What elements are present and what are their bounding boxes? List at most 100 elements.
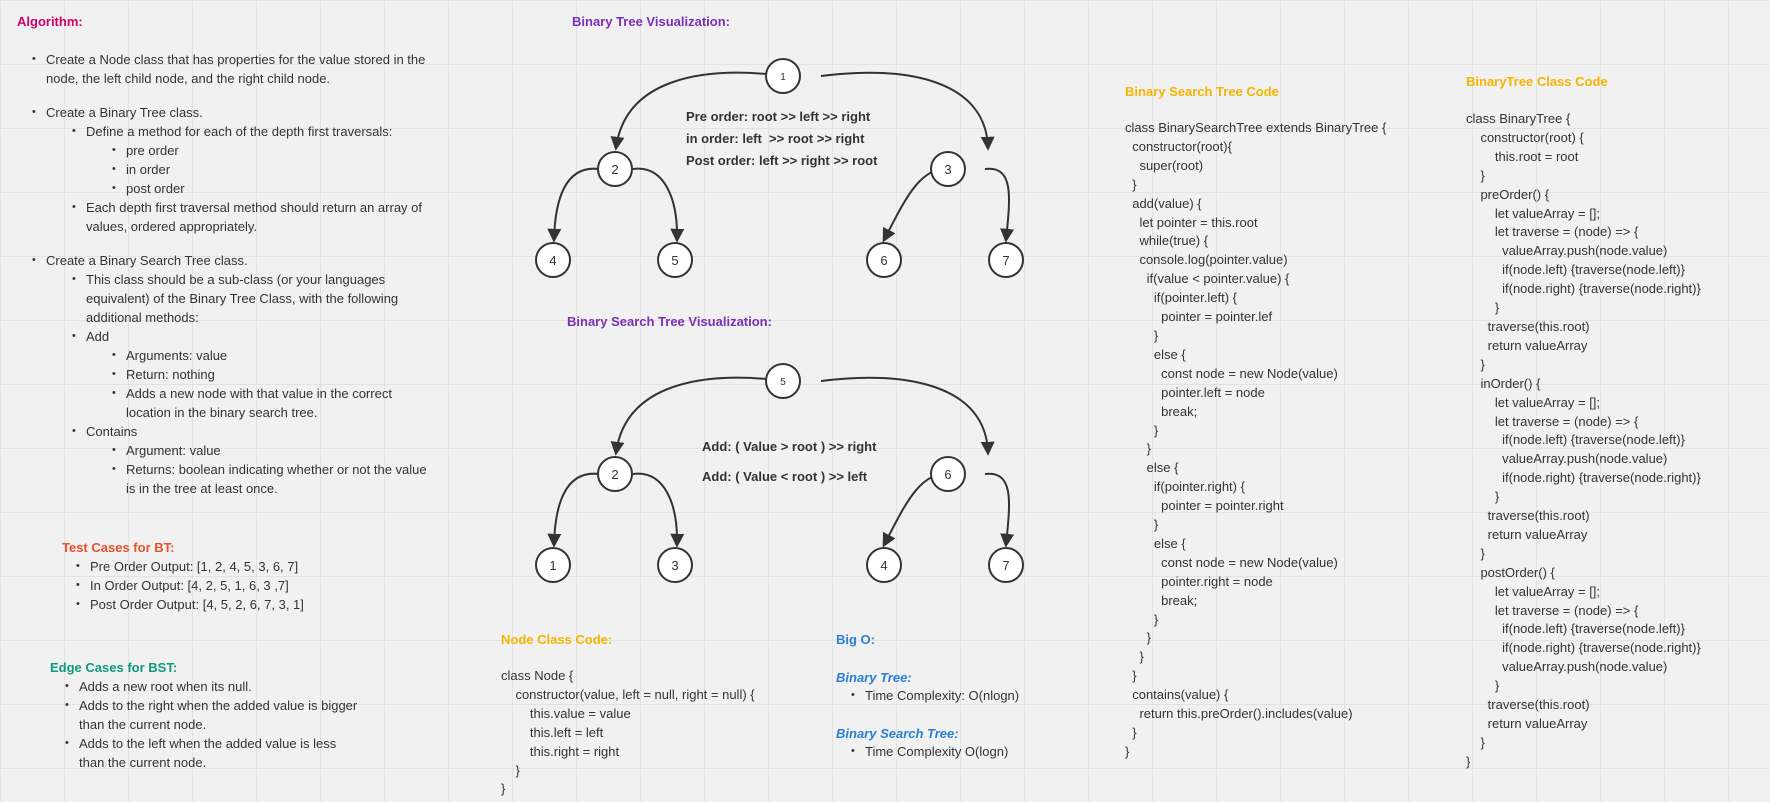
bigo-bst-list: Time Complexity O(logn)	[851, 742, 1008, 761]
bt-code: class BinaryTree { constructor(root) { t…	[1466, 111, 1701, 769]
algorithm-list: Create a Node class that has properties …	[32, 50, 427, 498]
bst-node: 3	[657, 547, 693, 583]
bigo-bst-label: Binary Search Tree:	[836, 726, 959, 741]
edge-cases-title: Edge Cases for BST:	[50, 660, 178, 675]
algorithm-item: node, the left child node, and the right…	[46, 71, 331, 86]
node-label: 7	[1002, 253, 1009, 268]
bst-node: 4	[866, 547, 902, 583]
bt-edge	[632, 167, 685, 243]
bt-node: 7	[988, 242, 1024, 278]
node-label: 5	[671, 253, 678, 268]
bst-node: 1	[535, 547, 571, 583]
algorithm-item: in order	[46, 160, 427, 179]
algorithm-item: post order	[46, 179, 427, 198]
bst-code-title: Binary Search Tree Code	[1125, 84, 1279, 99]
bst-edge	[610, 376, 786, 456]
bigo-binary-tree-list: Time Complexity: O(nlogn)	[851, 686, 1019, 705]
bt-notes: Pre order: root >> left >> right in orde…	[686, 106, 877, 172]
algorithm-item: location in the binary search tree.	[126, 405, 318, 420]
bt-node: 6	[866, 242, 902, 278]
bt-node: 4	[535, 242, 571, 278]
node-label: 7	[1002, 558, 1009, 573]
bt-node: 3	[930, 151, 966, 187]
node-label: 5	[780, 377, 786, 388]
node-label: 1	[549, 558, 556, 573]
bst-code: class BinarySearchTree extends BinaryTre…	[1125, 120, 1387, 759]
bt-node: 1	[765, 58, 801, 94]
traversal-note: Post order: left >> right >> root	[686, 153, 878, 168]
bst-node: 2	[597, 456, 633, 492]
algorithm-item: Create a Binary Search Tree class.	[32, 251, 427, 270]
bt-node: 5	[657, 242, 693, 278]
list-gap	[46, 88, 427, 103]
algorithm-title: Algorithm:	[17, 14, 83, 29]
edge-case-item: Adds a new root when its null.	[65, 677, 357, 696]
algorithm-item: additional methods:	[86, 310, 199, 325]
test-cases-list: Pre Order Output: [1, 2, 4, 5, 3, 6, 7] …	[76, 557, 304, 614]
bt-visualization-title: Binary Tree Visualization:	[572, 14, 730, 29]
node-label: 4	[880, 558, 887, 573]
bigo-title: Big O:	[836, 632, 875, 647]
bt-edge	[984, 167, 1015, 243]
bst-edge	[820, 376, 995, 456]
node-label: 6	[880, 253, 887, 268]
algorithm-item: Define a method for each of the depth fi…	[46, 122, 427, 141]
node-class-code: class Node { constructor(value, left = n…	[501, 668, 755, 797]
algorithm-item: Each depth first traversal method should…	[46, 198, 427, 217]
bst-edge	[984, 472, 1015, 548]
list-gap	[46, 236, 427, 251]
edge-case-item: than the current node.	[79, 755, 207, 770]
bt-edge	[610, 71, 786, 151]
traversal-note: Pre order: root >> left >> right	[686, 109, 871, 124]
add-rule-note: Add: ( Value > root ) >> right	[702, 439, 877, 454]
bigo-item: Time Complexity O(logn)	[851, 742, 1008, 761]
edge-case-item: Adds to the right when the added value i…	[65, 696, 357, 715]
algorithm-item: Argument: value	[46, 441, 427, 460]
bt-node: 2	[597, 151, 633, 187]
bst-visualization-title: Binary Search Tree Visualization:	[567, 314, 772, 329]
node-class-title: Node Class Code:	[501, 632, 613, 647]
test-case-item: Pre Order Output: [1, 2, 4, 5, 3, 6, 7]	[76, 557, 304, 576]
algorithm-item: Adds a new node with that value in the c…	[46, 384, 427, 403]
algorithm-item: Returns: boolean indicating whether or n…	[46, 460, 427, 479]
node-label: 2	[611, 467, 618, 482]
bigo-binary-tree-label: Binary Tree:	[836, 670, 912, 685]
bt-diagram: 1 2 3 4 5 6 7	[535, 58, 1024, 278]
bst-node: 5	[765, 363, 801, 399]
algorithm-item: Arguments: value	[46, 346, 427, 365]
algorithm-item: Contains	[46, 422, 427, 441]
bigo-item: Time Complexity: O(nlogn)	[851, 686, 1019, 705]
node-label: 4	[549, 253, 556, 268]
algorithm-item: pre order	[46, 141, 427, 160]
node-label: 3	[944, 162, 951, 177]
bst-edge	[547, 472, 600, 548]
algorithm-item: Return: nothing	[46, 365, 427, 384]
test-case-item: Post Order Output: [4, 5, 2, 6, 7, 3, 1]	[76, 595, 304, 614]
edge-cases-list: Adds a new root when its null.Adds to th…	[65, 677, 357, 772]
edge-case-item: Adds to the left when the added value is…	[65, 734, 357, 753]
edge-case-item: than the current node.	[79, 717, 207, 732]
algorithm-item: This class should be a sub-class (or you…	[46, 270, 427, 289]
algorithm-item: Create a Binary Tree class.	[32, 103, 427, 122]
bt-code-title: BinaryTree Class Code	[1466, 74, 1608, 89]
node-label: 6	[944, 467, 951, 482]
node-label: 1	[780, 72, 786, 83]
node-label: 2	[611, 162, 618, 177]
traversal-note: in order: left >> root >> right	[686, 131, 865, 146]
add-rule-note: Add: ( Value < root ) >> left	[702, 469, 868, 484]
node-label: 3	[671, 558, 678, 573]
bst-node: 6	[930, 456, 966, 492]
bst-notes: Add: ( Value > root ) >> right Add: ( Va…	[702, 432, 876, 492]
algorithm-item: values, ordered appropriately.	[86, 219, 258, 234]
test-case-item: In Order Output: [4, 2, 5, 1, 6, 3 ,7]	[76, 576, 304, 595]
algorithm-item: is in the tree at least once.	[126, 481, 278, 496]
bst-edge	[632, 472, 685, 548]
bst-diagram: 5 2 6 1 3 4 7	[535, 363, 1024, 583]
bst-node: 7	[988, 547, 1024, 583]
algorithm-item: Create a Node class that has properties …	[32, 50, 427, 69]
algorithm-item: equivalent) of the Binary Tree Class, wi…	[86, 291, 399, 306]
test-cases-title: Test Cases for BT:	[62, 540, 175, 555]
algorithm-item: Add	[46, 327, 427, 346]
bt-edge	[820, 71, 995, 151]
bt-edge	[547, 167, 600, 243]
